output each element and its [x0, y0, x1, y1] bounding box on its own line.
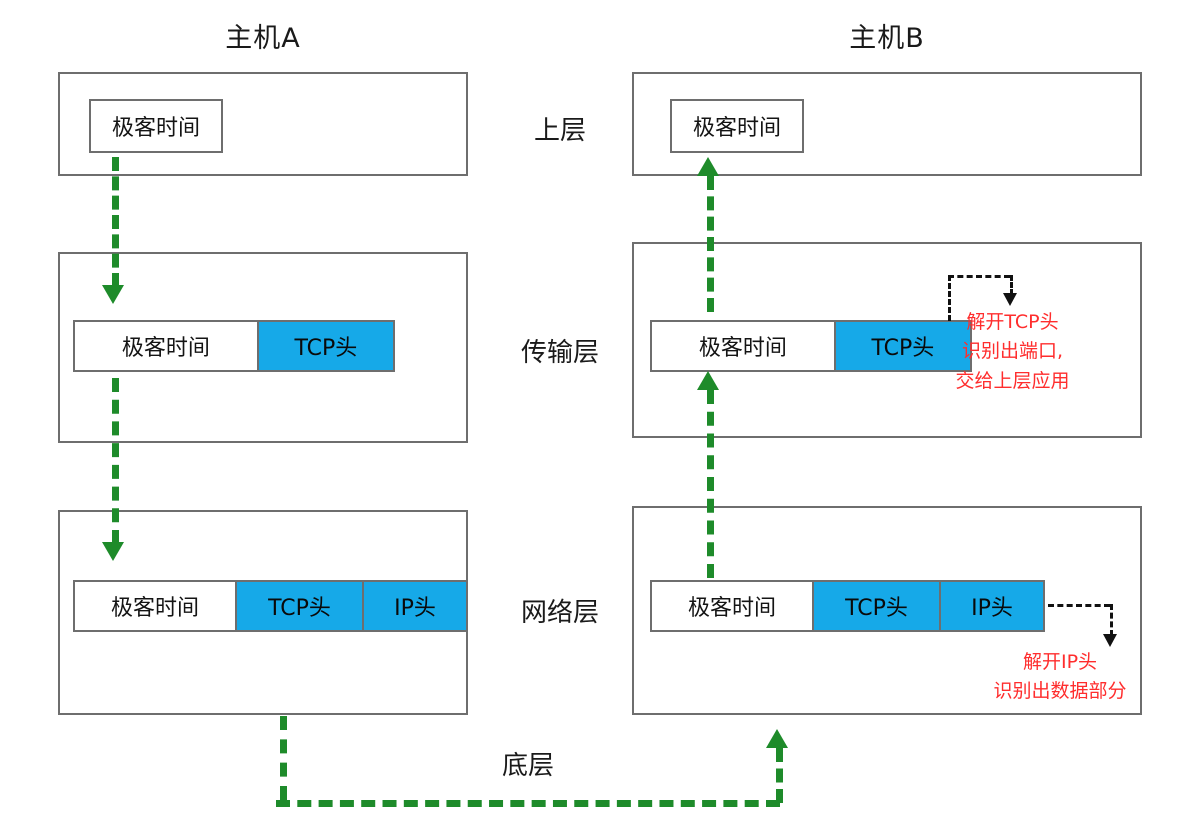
host-b-flow-bottom-to-network-arrow: [766, 729, 788, 748]
network-annotation-leader-vertical: [1110, 604, 1113, 636]
transport-annotation-line-1: 解开TCP头: [966, 311, 1059, 333]
host-b-transport-payload-segment: 极客时间: [652, 322, 834, 370]
host-b-upper-payload-box: 极客时间: [670, 99, 804, 153]
layer-label-transport: 传输层: [520, 338, 599, 368]
host-a-network-tcp-header-segment: TCP头: [235, 582, 362, 630]
host-a-flow-transport-to-network-line: [112, 378, 119, 544]
host-a-network-payload-segment: 极客时间: [75, 582, 235, 630]
host-a-flow-upper-to-transport-line: [112, 157, 119, 287]
host-a-transport-payload-segment: 极客时间: [75, 322, 257, 370]
host-a-upper-payload-box: 极客时间: [89, 99, 223, 153]
host-a-network-packet: 极客时间 TCP头 IP头: [73, 580, 468, 632]
host-b-flow-network-to-transport-arrow: [697, 371, 719, 390]
host-a-flow-network-to-bottom-line: [280, 716, 287, 800]
transport-annotation-leader-horizontal: [948, 275, 1010, 278]
network-annotation-arrow: [1103, 634, 1117, 647]
host-a-network-ip-header-segment: IP头: [362, 582, 466, 630]
transport-annotation-leader-vertical-to-note: [1010, 275, 1013, 295]
host-b-network-ip-header-segment: IP头: [939, 582, 1043, 630]
host-b-flow-transport-to-upper-arrow: [697, 157, 719, 176]
host-b-network-payload-segment: 极客时间: [652, 582, 812, 630]
transport-annotation-leader-vertical-from-header: [948, 275, 951, 321]
bottom-layer-bus-line: [276, 800, 780, 807]
host-a-flow-upper-to-transport-arrow: [102, 285, 124, 304]
host-b-network-packet: 极客时间 TCP头 IP头: [650, 580, 1045, 632]
host-b-transport-packet: 极客时间 TCP头: [650, 320, 972, 372]
host-b-flow-bottom-to-network-line: [776, 748, 783, 803]
host-b-transport-tcp-header-segment: TCP头: [833, 322, 970, 370]
network-annotation-note: 解开IP头 识别出数据部分: [975, 648, 1145, 707]
transport-annotation-arrow: [1003, 293, 1017, 306]
host-a-transport-packet: 极客时间 TCP头: [73, 320, 395, 372]
host-b-title: 主机B: [849, 23, 925, 54]
layer-label-network: 网络层: [520, 598, 599, 628]
network-annotation-leader-horizontal: [1048, 604, 1110, 607]
layer-label-upper: 上层: [533, 116, 586, 146]
network-annotation-line-1: 解开IP头: [1022, 651, 1098, 673]
host-b-flow-transport-to-upper-line: [707, 176, 714, 312]
host-a-flow-transport-to-network-arrow: [102, 542, 124, 561]
network-annotation-line-2: 识别出数据部分: [993, 680, 1127, 703]
host-b-network-tcp-header-segment: TCP头: [812, 582, 939, 630]
transport-annotation-line-2: 识别出端口,: [961, 340, 1064, 363]
host-a-title: 主机A: [225, 23, 301, 54]
bottom-layer-label: 底层: [501, 751, 554, 781]
host-a-transport-tcp-header-segment: TCP头: [256, 322, 393, 370]
host-b-flow-network-to-transport-line: [707, 390, 714, 578]
transport-annotation-line-3: 交给上层应用: [955, 369, 1070, 392]
transport-annotation-note: 解开TCP头 识别出端口, 交给上层应用: [925, 308, 1100, 396]
